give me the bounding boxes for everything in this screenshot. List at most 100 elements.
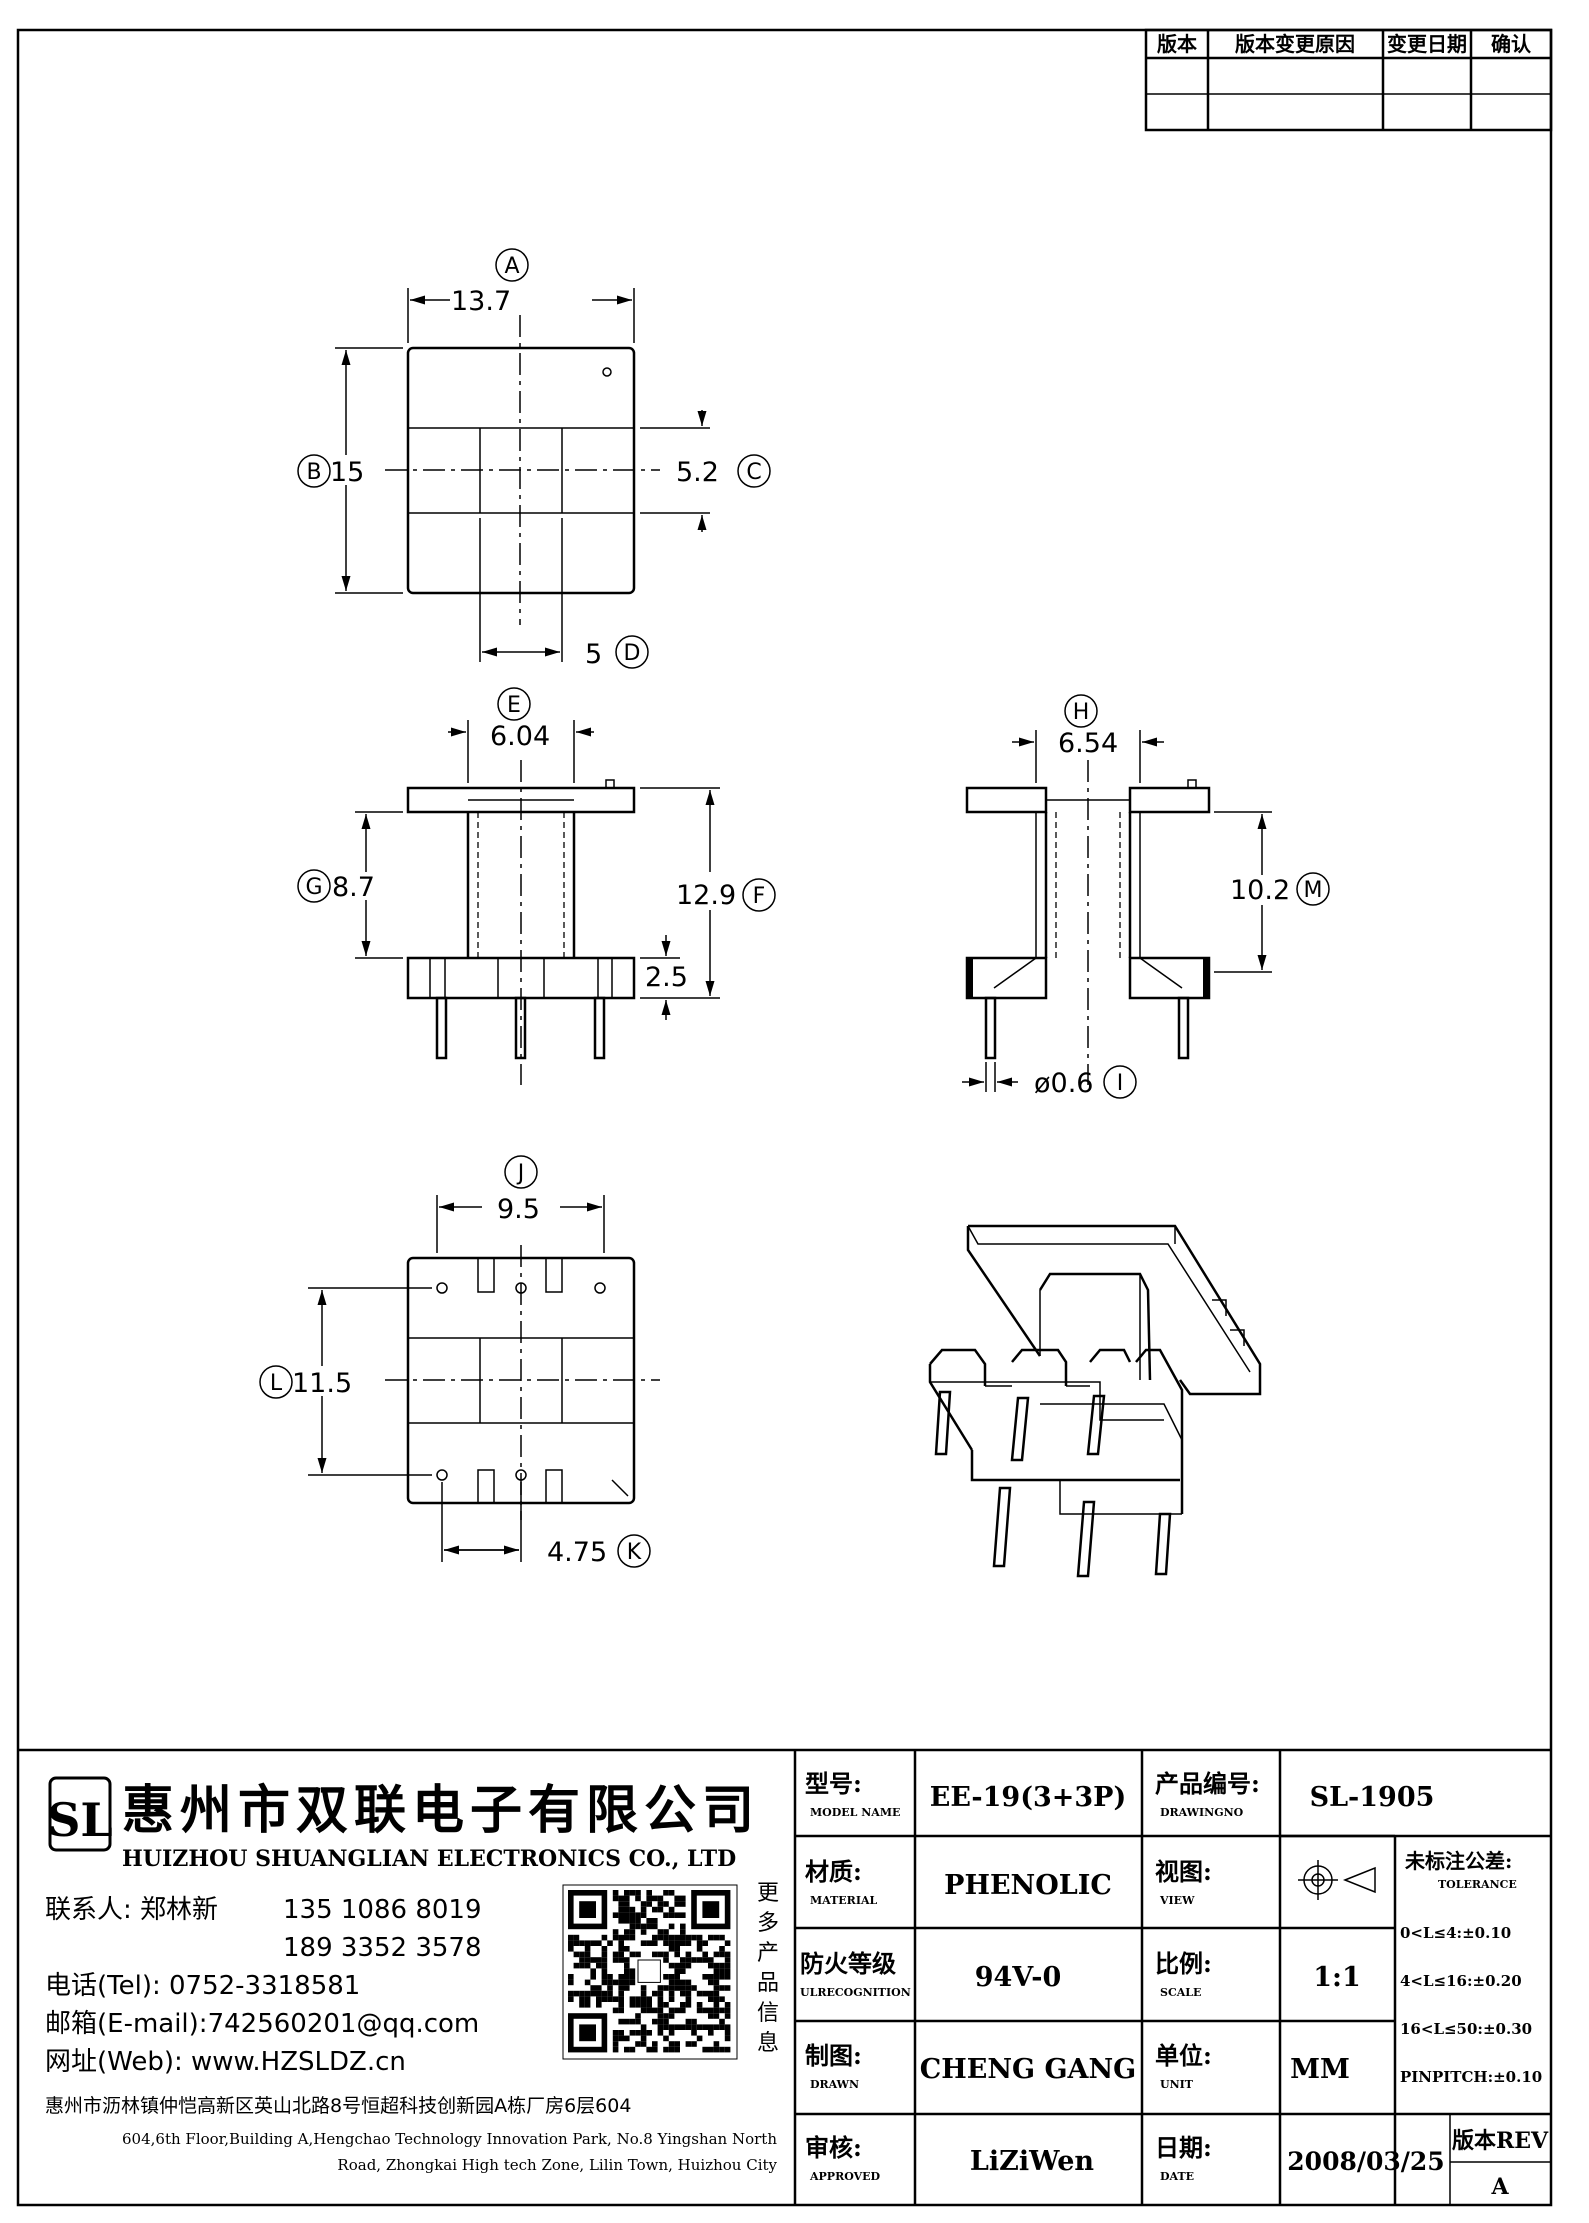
- date-label: 日期:: [1155, 2133, 1212, 2162]
- tolerance-line-3: 16<L≤50:±0.30: [1400, 2020, 1532, 2038]
- isometric-view: [928, 1224, 1262, 1578]
- rev-header-date: 变更日期: [1387, 32, 1467, 56]
- rev-value: A: [1490, 2174, 1509, 2200]
- side-view: 6.54 H 10.2 M ø0.6 I: [962, 694, 1330, 1099]
- contact-web: 网址(Web): www.HZSLDZ.cn: [45, 2047, 406, 2077]
- flame-sub: ULRECOGNITION: [800, 1986, 911, 1999]
- dim-flange-value: 2.5: [645, 962, 688, 993]
- unit-label: 单位:: [1155, 2041, 1212, 2070]
- tolerance-sub: TOLERANCE: [1438, 1878, 1517, 1891]
- front-view: 6.04 E G 8.7 12.9 F 2.5: [297, 687, 776, 1085]
- address-cn: 惠州市沥林镇仲恺高新区英山北路8号恒超科技创新园A栋厂房6层604: [45, 2095, 631, 2117]
- dim-m-tag: M: [1304, 878, 1323, 903]
- company-name-cn: 惠州市双联电子有限公司: [122, 1780, 760, 1841]
- drawn-sub: DRAWN: [810, 2078, 859, 2091]
- contact-phone-2: 189 3352 3578: [283, 1933, 482, 1963]
- more-info-6: 息: [757, 2031, 779, 2056]
- address-en-2: Road, Zhongkai High tech Zone, Lilin Tow…: [337, 2156, 777, 2174]
- address-en-1: 604,6th Floor,Building A,Hengchao Techno…: [122, 2130, 777, 2148]
- dim-m-marker: [1296, 872, 1330, 906]
- dim-e-value: 6.04: [490, 721, 550, 752]
- projection-symbol-icon: [1298, 1860, 1376, 1900]
- dim-h-tag: H: [1073, 700, 1090, 725]
- material-label: 材质:: [805, 1857, 862, 1886]
- dim-g-value: 8.7: [332, 872, 375, 903]
- model-label: 型号:: [805, 1769, 862, 1798]
- model-value: EE-19(3+3P): [930, 1782, 1127, 1813]
- unit-value: MM: [1290, 2054, 1350, 2085]
- drawing-no-label: 产品编号:: [1155, 1769, 1260, 1798]
- dim-g-marker: [297, 869, 331, 903]
- scale-label: 比例:: [1155, 1949, 1212, 1978]
- approved-label: 审核:: [805, 2133, 862, 2162]
- dim-d-tag: D: [624, 641, 641, 666]
- rev-header-reason: 版本变更原因: [1235, 32, 1355, 56]
- bottom-view: 9.5 J L 11.5 4.75 K: [259, 1155, 660, 1568]
- dim-b-tag: B: [306, 460, 321, 485]
- drawn-label: 制图:: [805, 2041, 862, 2070]
- tolerance-label: 未标注公差:: [1405, 1849, 1512, 1873]
- dim-i-tag: I: [1117, 1071, 1124, 1096]
- dim-f-value: 12.9: [676, 880, 736, 911]
- material-sub: MATERIAL: [810, 1894, 878, 1907]
- svg-text:SL: SL: [47, 1793, 113, 1847]
- more-info-3: 产: [757, 1941, 779, 1966]
- approved-sub: APPROVED: [809, 2170, 881, 2183]
- dim-k-marker: [617, 1534, 651, 1568]
- drawn-value: CHENG GANG: [920, 2054, 1136, 2085]
- tolerance-line-4: PINPITCH:±0.10: [1400, 2068, 1542, 2086]
- rev-label: 版本REV: [1452, 2128, 1549, 2154]
- more-info-1: 更: [757, 1881, 779, 1906]
- dim-c-marker: [737, 454, 771, 488]
- dim-f-marker: [742, 878, 776, 912]
- dim-a-tag: A: [504, 254, 519, 279]
- date-value: 2008/03/25: [1287, 2147, 1444, 2176]
- dim-h-value: 6.54: [1058, 728, 1118, 759]
- dim-j-value: 9.5: [497, 1194, 540, 1225]
- sheet-border: [16, 28, 1553, 2207]
- contact-phone-1: 135 1086 8019: [283, 1895, 482, 1925]
- view-sub: VIEW: [1159, 1894, 1195, 1907]
- dim-f-tag: F: [753, 884, 766, 909]
- contact-email: 邮箱(E-mail):742560201@qq.com: [45, 2009, 479, 2039]
- dim-i-marker: [1103, 1065, 1137, 1099]
- dim-c-tag: C: [746, 460, 761, 485]
- dim-l-tag: L: [270, 1371, 283, 1396]
- qr-code: [562, 1884, 738, 2060]
- contact-tel: 电话(Tel): 0752-3318581: [45, 1971, 360, 2001]
- dim-a-marker: [495, 248, 529, 282]
- rev-header-confirm: 确认: [1491, 32, 1532, 56]
- dim-b-marker: [297, 454, 331, 488]
- dim-i-value: ø0.6: [1034, 1068, 1093, 1099]
- more-info-4: 品: [757, 1971, 779, 1996]
- drawing-no-value: SL-1905: [1310, 1782, 1435, 1813]
- scale-value: 1:1: [1313, 1962, 1361, 1993]
- revision-table: 版本 版本变更原因 变更日期 确认: [1144, 28, 1553, 132]
- dim-k-value: 4.75: [547, 1537, 607, 1568]
- approved-value: LiZiWen: [970, 2146, 1095, 2177]
- company-block: SL 惠州市双联电子有限公司 HUIZHOU SHUANGLIAN ELECTR…: [45, 1776, 779, 2174]
- flame-value: 94V-0: [975, 1962, 1062, 1993]
- more-info-2: 多: [757, 1911, 779, 1936]
- dim-e-tag: E: [507, 693, 521, 718]
- dim-e-marker: [497, 687, 531, 721]
- model-sub: MODEL NAME: [810, 1806, 900, 1819]
- flame-label: 防火等级: [800, 1949, 896, 1978]
- rev-header-version: 版本: [1157, 32, 1197, 56]
- dim-d-marker: [615, 635, 649, 669]
- contact-person: 联系人: 郑林新: [45, 1895, 218, 1925]
- scale-sub: SCALE: [1160, 1986, 1201, 1999]
- dim-j-tag: J: [516, 1161, 525, 1186]
- unit-sub: UNIT: [1160, 2078, 1194, 2091]
- company-logo: SL: [47, 1776, 113, 1852]
- tolerance-line-2: 4<L≤16:±0.20: [1400, 1972, 1522, 1990]
- date-sub: DATE: [1160, 2170, 1194, 2183]
- dim-j-marker: [504, 1155, 538, 1189]
- drawing-no-sub: DRAWINGNO: [1160, 1806, 1244, 1819]
- title-block: 型号: MODEL NAME EE-19(3+3P) 产品编号: DRAWING…: [18, 1748, 1551, 2205]
- more-info-5: 信: [757, 2001, 779, 2026]
- company-name-en: HUIZHOU SHUANGLIAN ELECTRONICS CO., LTD: [122, 1846, 736, 1872]
- dim-g-tag: G: [305, 875, 322, 900]
